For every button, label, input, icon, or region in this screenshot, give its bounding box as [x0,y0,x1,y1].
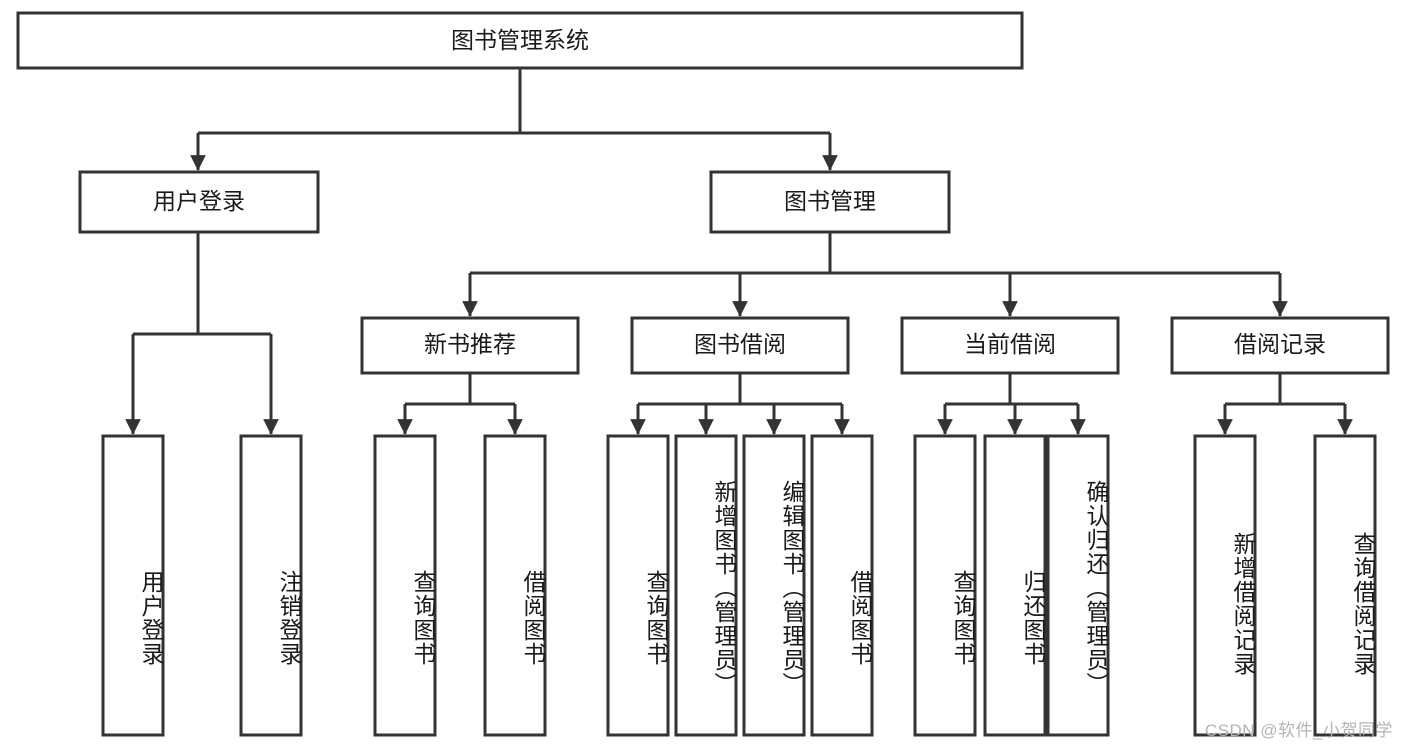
node-current-borrow-box[interactable] [900,316,1120,375]
leaf-box-borrow-2[interactable] [674,434,738,737]
connector-layer [125,68,1353,435]
leaf-box-layer [101,434,1377,737]
node-root[interactable]: 图书管理系统 [16,11,1024,70]
csdn-watermark: CSDN @软件_小贺同学 [1204,721,1393,740]
leaf-box-current-1[interactable] [913,434,977,737]
leaf-box-borrow-4[interactable] [810,434,874,737]
node-root-box[interactable] [16,11,1024,70]
node-book-management-box[interactable] [709,170,951,234]
leaf-box-new-book-1[interactable] [373,434,437,737]
leaf-box-borrow-1[interactable] [606,434,670,737]
leaf-box-user-login-2[interactable] [239,434,303,737]
node-book-borrow-box[interactable] [630,316,850,375]
node-book-borrow-label: 图书借阅 [694,331,786,357]
node-user-login[interactable]: 用户登录 [78,170,320,234]
node-borrow-records-label: 借阅记录 [1234,331,1326,357]
node-current-borrow-label: 当前借阅 [964,331,1056,357]
node-user-login-box[interactable] [78,170,320,234]
node-new-book-recommend-box[interactable] [360,316,580,375]
node-book-borrow[interactable]: 图书借阅 [630,316,850,375]
leaf-box-new-book-2[interactable] [483,434,547,737]
node-current-borrow[interactable]: 当前借阅 [900,316,1120,375]
leaf-box-user-login-1[interactable] [101,434,165,737]
node-new-book-recommend[interactable]: 新书推荐 [360,316,580,375]
leaf-box-current-3[interactable] [1046,434,1110,737]
leaf-box-current-2[interactable] [983,434,1047,737]
node-borrow-records-box[interactable] [1170,316,1390,375]
node-new-book-recommend-label: 新书推荐 [424,331,516,357]
node-user-login-label: 用户登录 [153,188,245,214]
node-book-management-label: 图书管理 [784,188,876,214]
leaf-box-records-1[interactable] [1193,434,1257,737]
node-book-management[interactable]: 图书管理 [709,170,951,234]
leaf-box-borrow-3[interactable] [742,434,806,737]
leaf-box-records-2[interactable] [1313,434,1377,737]
node-borrow-records[interactable]: 借阅记录 [1170,316,1390,375]
node-root-label: 图书管理系统 [451,27,589,53]
